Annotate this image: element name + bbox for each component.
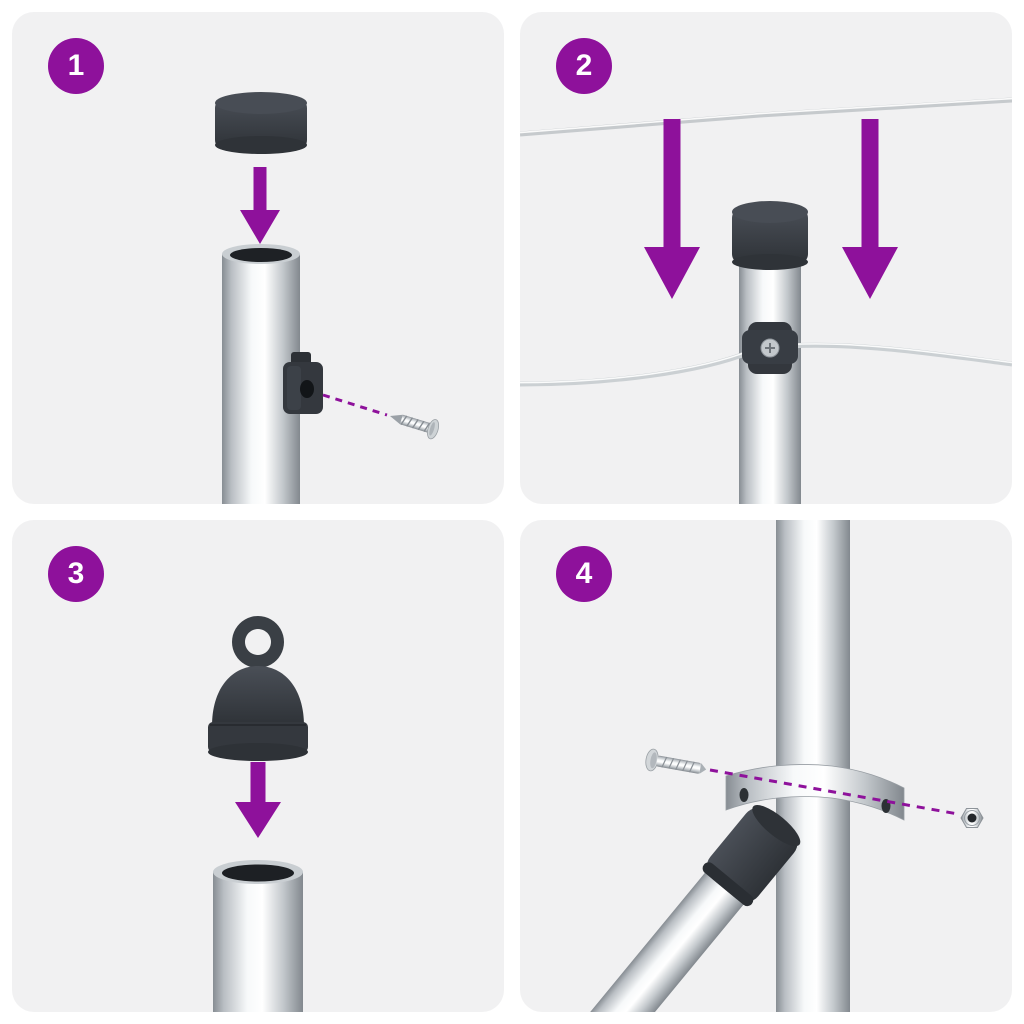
arrow-down-icon	[842, 119, 898, 299]
lower-wire-icon	[520, 342, 1012, 387]
step-4-badge: 4	[556, 546, 612, 602]
step-1-illustration	[215, 92, 440, 504]
screw-icon	[390, 414, 440, 440]
step-3-number: 3	[67, 557, 85, 590]
step-2-illustration	[520, 97, 1012, 504]
bolt-icon	[645, 748, 707, 774]
diagonal-brace-icon	[572, 804, 801, 1012]
step-3-illustration	[208, 616, 308, 1012]
step-panel-1: 1	[12, 12, 504, 504]
step-1-number: 1	[67, 49, 85, 82]
wire-clamp-block-icon	[283, 352, 323, 414]
arrow-down-icon	[235, 762, 281, 838]
step-panel-3: 3	[12, 520, 504, 1012]
step-panel-2: 2	[520, 12, 1012, 504]
step-2-badge: 2	[556, 38, 612, 94]
dashed-guide-line	[322, 393, 388, 417]
step-2-number: 2	[575, 49, 593, 82]
step-4-illustration	[572, 520, 984, 1012]
step-1-badge: 1	[48, 38, 104, 94]
step-panel-4: 4	[520, 520, 1012, 1012]
step-4-number: 4	[575, 557, 593, 590]
nut-icon	[960, 808, 984, 828]
eyelet-cap-icon	[208, 616, 308, 761]
tension-wire-icon	[520, 97, 1012, 137]
wire-clamp-icon	[742, 322, 798, 374]
step-3-badge: 3	[48, 546, 104, 602]
arrow-down-icon	[240, 167, 280, 244]
capped-post-icon	[732, 201, 808, 504]
post-tube-icon	[213, 860, 303, 1012]
arrow-down-icon	[644, 119, 700, 299]
post-cap-icon	[215, 92, 307, 154]
dashed-guide-line	[709, 768, 959, 816]
